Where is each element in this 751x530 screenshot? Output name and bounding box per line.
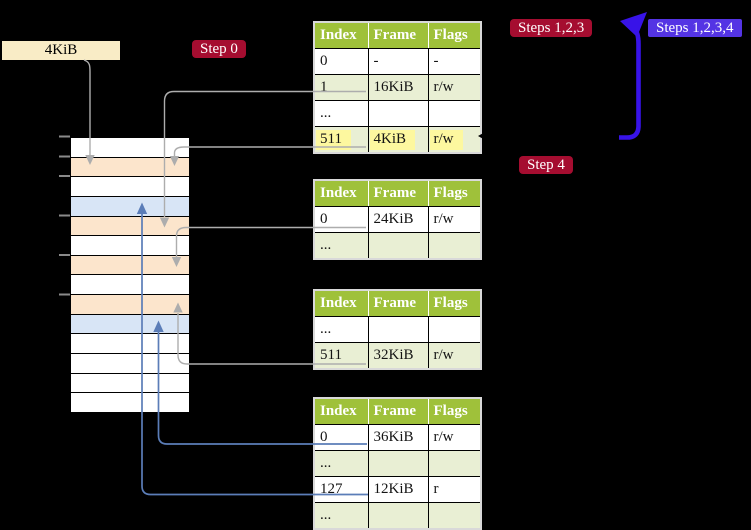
- table-cell: r: [427, 476, 482, 503]
- memory-frame-row: [71, 333, 189, 354]
- table-cell: ...: [313, 232, 369, 260]
- table-cell: -: [427, 48, 482, 75]
- table-cell: [367, 100, 429, 127]
- table-row: ...: [313, 450, 482, 477]
- column-header: Frame: [368, 22, 429, 49]
- table-cell: [367, 450, 429, 477]
- table-cell: r/w: [427, 74, 482, 101]
- column-header: Frame: [368, 180, 429, 207]
- recursive-loop-arrow: [619, 24, 641, 140]
- memory-frame-row: [71, 235, 189, 255]
- step4-badge: Step 4: [519, 156, 573, 174]
- memory-frame-row: [71, 176, 189, 196]
- memory-frame-row: [71, 254, 189, 275]
- table-row: ...: [313, 316, 482, 343]
- column-header: Flags: [428, 398, 481, 425]
- memory-frame-row: [71, 353, 189, 373]
- table-cell: 24KiB: [367, 206, 429, 233]
- column-header: Index: [314, 290, 369, 317]
- memory-frame-row: [71, 138, 189, 157]
- table-cell: 12KiB: [367, 476, 429, 503]
- table-cell: [367, 502, 429, 530]
- table-cell: 511: [313, 126, 369, 154]
- memory-frame-row: [71, 294, 189, 314]
- table-cell: [367, 232, 429, 260]
- table-cell: 127: [313, 476, 369, 503]
- table-cell: r/w: [427, 126, 482, 154]
- arrowhead-up-left-icon: [620, 12, 647, 37]
- memory-frame-row: [71, 195, 189, 216]
- highlighted-value: r/w: [429, 129, 463, 150]
- column-header: Index: [314, 180, 369, 207]
- table-cell: -: [367, 48, 429, 75]
- table-cell: ...: [313, 100, 369, 127]
- column-header: Index: [314, 22, 369, 49]
- table-cell: [427, 100, 482, 127]
- column-header: Frame: [368, 290, 429, 317]
- page-size-label: 4KiB: [2, 41, 120, 60]
- table-cell: 0: [313, 424, 369, 451]
- table-cell: 4KiB: [367, 126, 429, 154]
- table-cell: ...: [313, 316, 369, 343]
- memory-frame-row: [71, 313, 189, 334]
- table-cell: [367, 316, 429, 343]
- table-cell: [427, 450, 482, 477]
- table-row: 0--: [313, 48, 482, 75]
- memory-frame-row: [71, 392, 189, 412]
- step0-badge: Step 0: [192, 40, 246, 58]
- table-cell: 511: [313, 342, 369, 370]
- table-row: 511 4KiB r/w: [313, 126, 482, 154]
- table-cell: 0: [313, 48, 369, 75]
- table-cell: ...: [313, 450, 369, 477]
- steps123-badge: Steps 1,2,3: [510, 19, 593, 37]
- column-header: Flags: [428, 290, 481, 317]
- table-cell: 0: [313, 206, 369, 233]
- highlighted-value: 4KiB: [369, 129, 416, 150]
- address-tick-marks: [59, 135, 70, 296]
- table-row: ...: [313, 502, 482, 530]
- table-cell: 36KiB: [367, 424, 429, 451]
- table-cell: r/w: [427, 206, 482, 233]
- table-row: ...: [313, 232, 482, 260]
- table-cell: [427, 502, 482, 530]
- memory-frame-row: [71, 372, 189, 393]
- table-cell: [427, 232, 482, 260]
- memory-frame-row: [71, 215, 189, 236]
- memory-frame-row: [71, 274, 189, 295]
- table-cell: [427, 316, 482, 343]
- column-header: Index: [314, 398, 369, 425]
- table-cell: r/w: [427, 342, 482, 370]
- highlighted-value: 511: [316, 129, 351, 150]
- table-cell: r/w: [427, 424, 482, 451]
- column-header: Frame: [368, 398, 429, 425]
- table-cell: ...: [313, 502, 369, 530]
- memory-frame-row: [71, 156, 189, 177]
- table-cell: 1: [313, 74, 369, 101]
- column-header: Flags: [428, 22, 481, 49]
- column-header: Flags: [428, 180, 481, 207]
- table-row: ...: [313, 100, 482, 127]
- table-cell: 16KiB: [367, 74, 429, 101]
- table-cell: 32KiB: [367, 342, 429, 370]
- steps1234-badge: Steps 1,2,3,4: [648, 19, 742, 37]
- memory-column: [70, 137, 190, 413]
